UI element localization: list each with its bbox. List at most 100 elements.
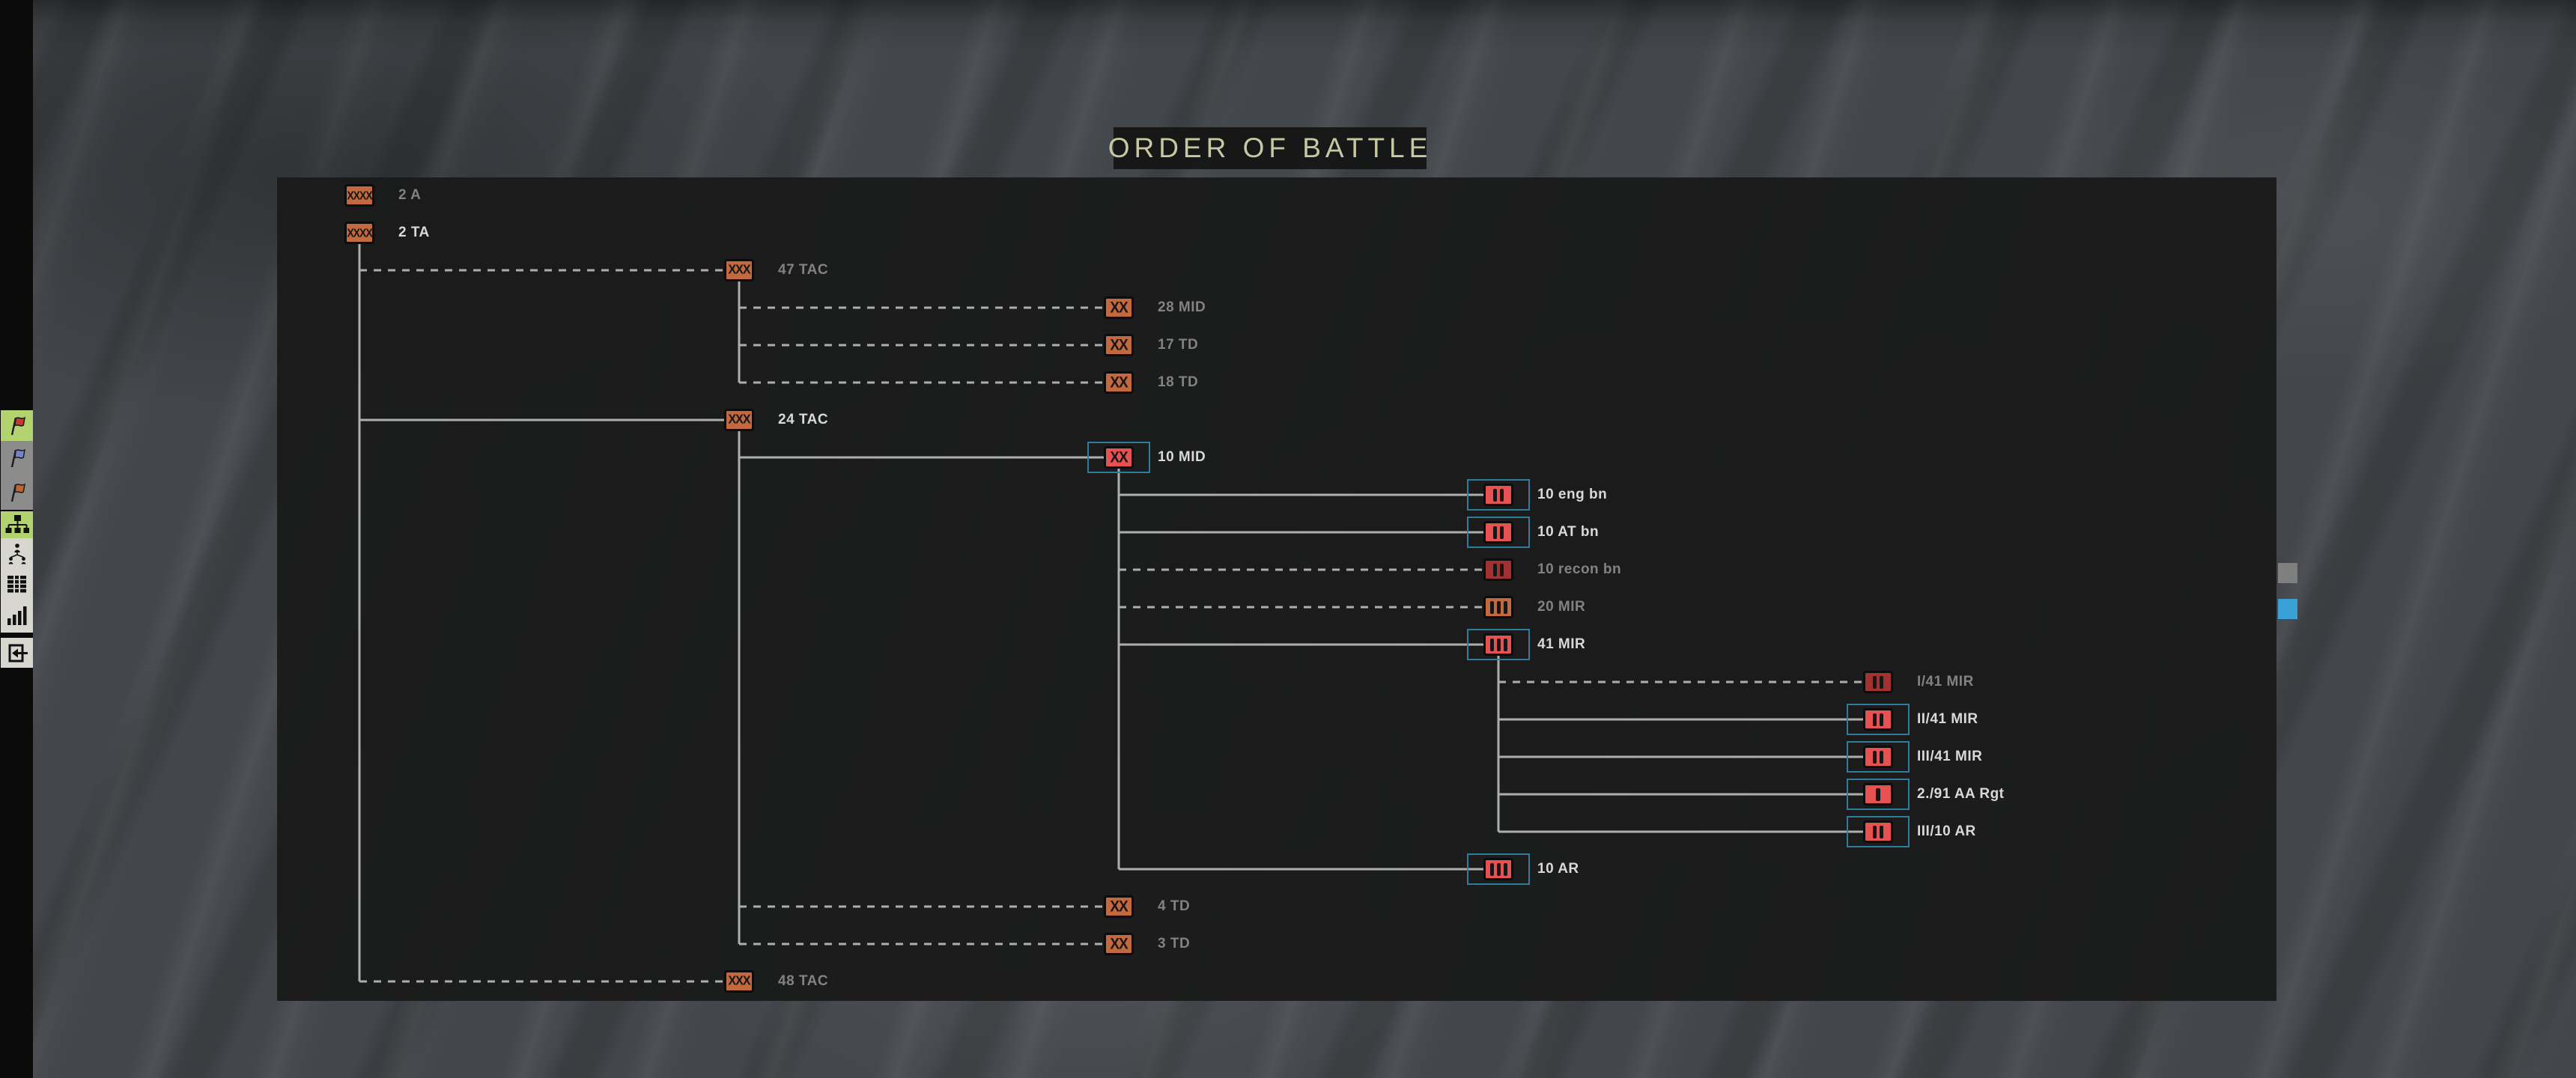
selection-box <box>1467 853 1530 885</box>
echelon-bar <box>1493 526 1497 539</box>
unit-icon-10-eng-bn[interactable] <box>1483 484 1513 506</box>
unit-icon-10-ar[interactable] <box>1483 858 1513 880</box>
unit-icon-17-td[interactable]: XX <box>1104 334 1134 356</box>
echelon-bar <box>1880 750 1883 764</box>
sidebar-people-chart-button[interactable] <box>1 538 33 570</box>
echelon-bar <box>1873 675 1877 689</box>
unit-label-iii-10-ar[interactable]: III/10 AR <box>1917 823 1976 839</box>
sidebar-exit-button[interactable] <box>1 638 33 668</box>
bar-chart-icon <box>7 606 26 625</box>
unit-label-20-mir[interactable]: 20 MIR <box>1537 599 1586 615</box>
echelon-marks: XX <box>1110 374 1128 392</box>
unit-icon-3-td[interactable]: XX <box>1104 933 1134 955</box>
data-grid-icon <box>7 575 26 592</box>
echelon-bar <box>1873 713 1877 726</box>
unit-icon-10-mid[interactable]: XX <box>1104 446 1134 469</box>
selection-box <box>1467 629 1530 660</box>
unit-icon-48-tac[interactable]: XXX <box>724 970 754 993</box>
unit-label-10-at-bn[interactable]: 10 AT bn <box>1537 524 1600 540</box>
unit-icon-iii-10-ar[interactable] <box>1863 820 1893 843</box>
unit-label-2-91-aa-rgt[interactable]: 2./91 AA Rgt <box>1917 786 2005 802</box>
sidebar-org-chart-button[interactable] <box>1 511 33 538</box>
echelon-bar <box>1880 675 1883 689</box>
unit-label-iii-41-mir[interactable]: III/41 MIR <box>1917 749 1983 764</box>
legend-gray-square[interactable] <box>2278 563 2297 583</box>
people-chart-icon <box>8 543 25 564</box>
echelon-marks: XXX <box>728 263 750 277</box>
echelon-bar <box>1493 563 1497 576</box>
echelon-bar <box>1493 488 1497 502</box>
selection-box <box>1847 816 1910 847</box>
unit-icon-ii-41-mir[interactable] <box>1863 708 1893 731</box>
echelon-bar <box>1880 713 1883 726</box>
unit-icon-18-td[interactable]: XX <box>1104 371 1134 394</box>
unit-label-47-tac[interactable]: 47 TAC <box>778 262 829 278</box>
unit-label-ii-41-mir[interactable]: II/41 MIR <box>1917 711 1978 727</box>
unit-label-17-td[interactable]: 17 TD <box>1158 337 1199 353</box>
red-flag-icon <box>10 416 25 435</box>
echelon-bar <box>1489 862 1494 876</box>
echelon-bar <box>1873 825 1877 838</box>
unit-label-24-tac[interactable]: 24 TAC <box>778 412 829 427</box>
exit-icon <box>8 644 28 663</box>
unit-label-18-td[interactable]: 18 TD <box>1158 374 1199 390</box>
echelon-bar <box>1496 862 1501 876</box>
unit-label-10-ar[interactable]: 10 AR <box>1537 861 1579 877</box>
selection-box <box>1847 704 1910 735</box>
echelon-bar <box>1489 638 1494 651</box>
echelon-bar <box>1500 563 1504 576</box>
unit-label-10-mid[interactable]: 10 MID <box>1158 449 1206 465</box>
org-chart-icon <box>5 515 29 533</box>
unit-icon-24-tac[interactable]: XXX <box>724 409 754 431</box>
selection-box <box>1847 779 1910 810</box>
left-toolbar <box>0 0 33 1078</box>
unit-icon-10-recon-bn[interactable] <box>1483 558 1513 581</box>
unit-label-41-mir[interactable]: 41 MIR <box>1537 636 1586 652</box>
unit-label-i-41-mir[interactable]: I/41 MIR <box>1917 674 1974 689</box>
unit-icon-4-td[interactable]: XX <box>1104 895 1134 918</box>
selection-box <box>1847 741 1910 773</box>
echelon-marks: XXX <box>728 974 750 988</box>
blue-flag-icon <box>10 448 25 468</box>
unit-icon-2-ta[interactable]: XXXX <box>344 222 374 244</box>
unit-label-2-a[interactable]: 2 A <box>398 187 422 203</box>
unit-icon-41-mir[interactable] <box>1483 633 1513 656</box>
unit-icon-i-41-mir[interactable] <box>1863 671 1893 693</box>
legend-blue-square[interactable] <box>2278 599 2297 619</box>
unit-icon-20-mir[interactable] <box>1483 596 1513 618</box>
unit-icon-2-91-aa-rgt[interactable] <box>1863 783 1893 806</box>
unit-label-3-td[interactable]: 3 TD <box>1158 936 1191 951</box>
echelon-bar <box>1503 600 1507 614</box>
page-title-text: ORDER OF BATTLE <box>1108 133 1433 163</box>
sidebar-red-flag-button[interactable] <box>1 410 33 441</box>
echelon-bar <box>1496 600 1501 614</box>
echelon-marks: XXXX <box>347 189 372 202</box>
sidebar-bar-chart-button[interactable] <box>1 598 33 633</box>
unit-label-28-mid[interactable]: 28 MID <box>1158 299 1206 315</box>
connector-lines <box>358 244 1864 983</box>
orange-flag-icon <box>10 483 25 502</box>
unit-label-10-eng-bn[interactable]: 10 eng bn <box>1537 487 1608 502</box>
unit-label-48-tac[interactable]: 48 TAC <box>778 973 829 989</box>
sidebar-orange-flag-button[interactable] <box>1 475 33 510</box>
selection-box <box>1087 442 1150 473</box>
echelon-marks: XXXX <box>347 226 372 240</box>
unit-label-10-recon-bn[interactable]: 10 recon bn <box>1537 561 1622 577</box>
unit-icon-47-tac[interactable]: XXX <box>724 259 754 281</box>
unit-label-2-ta[interactable]: 2 TA <box>398 225 430 240</box>
unit-icon-28-mid[interactable]: XX <box>1104 296 1134 319</box>
echelon-marks: XX <box>1110 898 1128 916</box>
echelon-bar <box>1500 526 1504 539</box>
echelon-bar <box>1876 788 1880 801</box>
sidebar-data-grid-button[interactable] <box>1 570 33 598</box>
sidebar-blue-flag-button[interactable] <box>1 441 33 475</box>
unit-label-4-td[interactable]: 4 TD <box>1158 898 1191 914</box>
unit-icon-10-at-bn[interactable] <box>1483 521 1513 543</box>
page-title: ORDER OF BATTLE <box>1108 127 1427 169</box>
unit-icon-2-a[interactable]: XXXX <box>344 184 374 207</box>
unit-icon-iii-41-mir[interactable] <box>1863 746 1893 768</box>
echelon-bar <box>1873 750 1877 764</box>
